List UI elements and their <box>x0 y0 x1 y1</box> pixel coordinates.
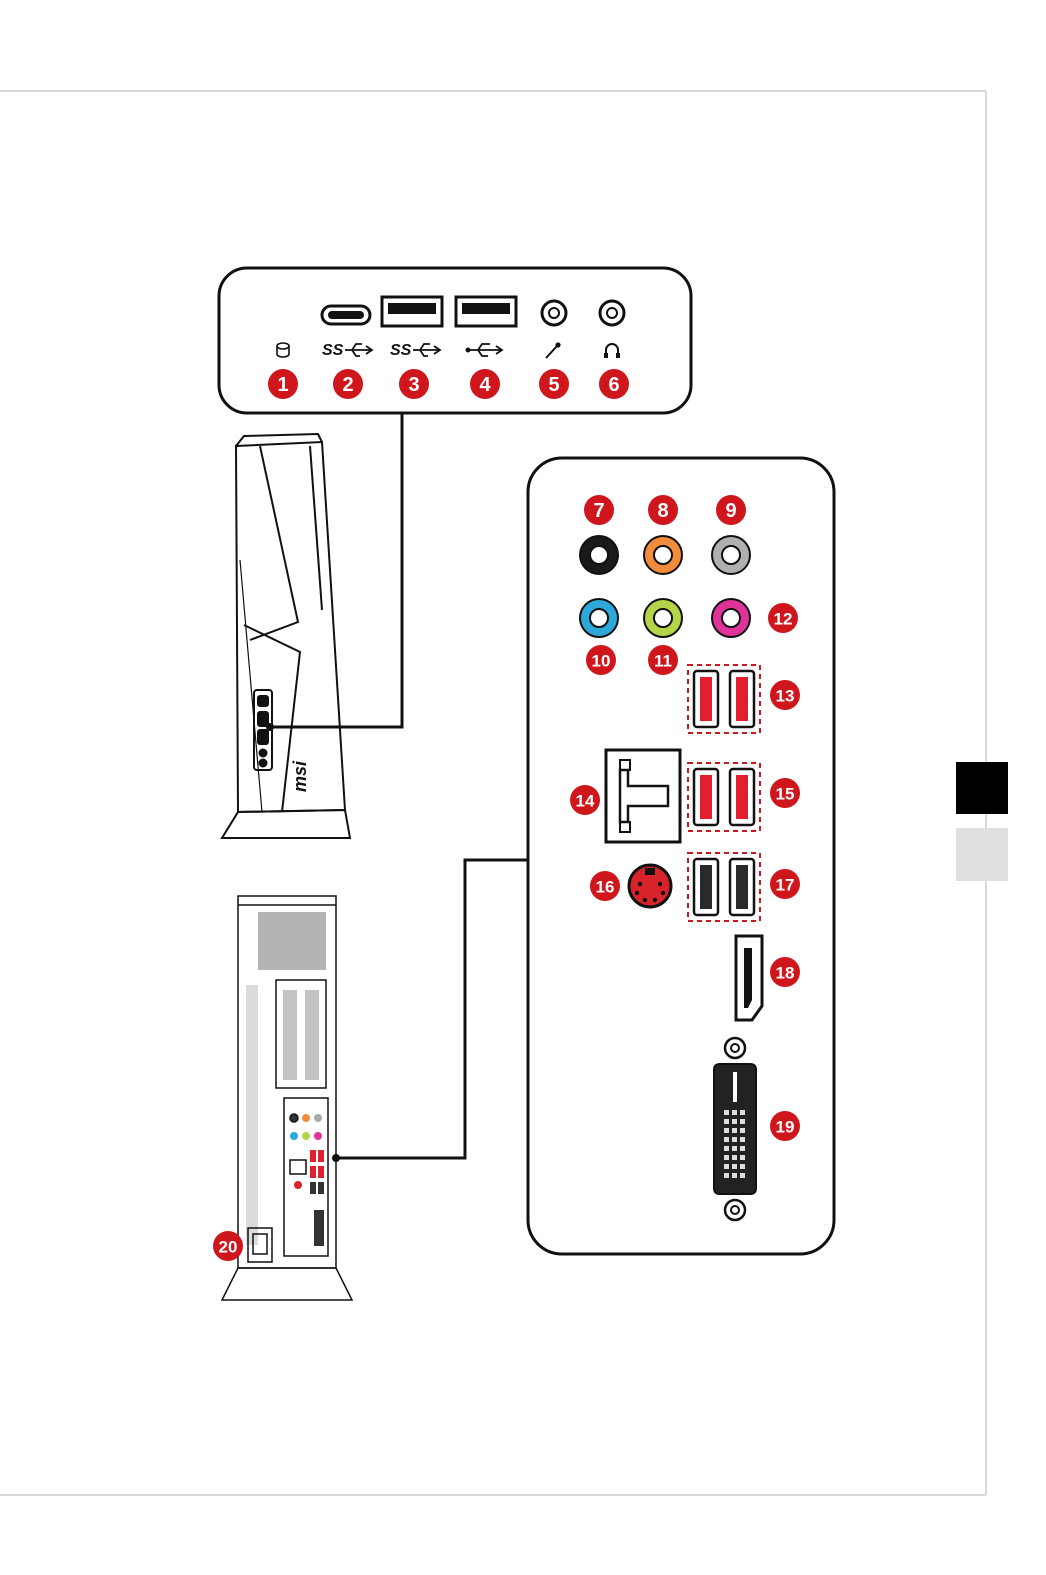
rear-tower-stand <box>222 1268 352 1300</box>
side-tab-inactive <box>956 828 1008 881</box>
badge-number: 6 <box>608 374 619 396</box>
number-badge: 8 <box>648 495 678 525</box>
audio-jack-gray-icon <box>712 536 750 574</box>
number-badge: 13 <box>770 680 800 710</box>
badge-number: 14 <box>576 792 595 811</box>
number-badge: 6 <box>599 369 629 399</box>
number-badge: 12 <box>768 603 798 633</box>
audio-jack-blue-icon <box>580 599 618 637</box>
number-badge: 16 <box>590 871 620 901</box>
badge-number: 12 <box>774 610 793 629</box>
badge-number: 5 <box>548 374 559 396</box>
number-badge: 7 <box>584 495 614 525</box>
badge-number: 18 <box>776 964 795 983</box>
audio-jack-black-icon <box>580 536 618 574</box>
badge-number: 2 <box>342 374 353 396</box>
number-badge: 11 <box>648 645 678 675</box>
usb-type-c-tongue-icon <box>328 311 364 319</box>
number-badge: 1 <box>268 369 298 399</box>
number-badge: 10 <box>586 645 616 675</box>
badge-number: 4 <box>479 374 491 396</box>
tower-stand <box>222 810 350 838</box>
badge-number: 11 <box>654 652 672 671</box>
badge-number: 13 <box>776 687 795 706</box>
number-badge: 18 <box>770 957 800 987</box>
rear-vent-grille <box>258 912 326 970</box>
badge-number: 7 <box>593 500 604 522</box>
rear-connector-line <box>336 860 530 1158</box>
front-panel-callout: SS SS 1 2 3 4 5 6 <box>219 268 691 413</box>
superspeed-mark: SS <box>322 342 344 359</box>
number-badge: 14 <box>570 785 600 815</box>
badge-number: 9 <box>725 500 736 522</box>
msi-logo: msi <box>290 760 310 792</box>
badge-number: 15 <box>776 785 795 804</box>
superspeed-mark: SS <box>390 342 412 359</box>
number-badge: 4 <box>470 369 500 399</box>
badge-number: 10 <box>592 652 611 671</box>
rear-panel-callout: 7 8 9 10 11 12 13 14 15 16 17 18 19 <box>528 458 834 1254</box>
side-tab-active <box>956 762 1008 814</box>
number-badge: 3 <box>399 369 429 399</box>
mic-jack-core-icon <box>549 308 559 318</box>
headphone-jack-core-icon <box>607 308 617 318</box>
number-badge: 5 <box>539 369 569 399</box>
tower-body <box>236 442 345 812</box>
badge-number: 1 <box>277 374 288 396</box>
displayport-icon <box>736 936 762 1020</box>
lan-port-icon <box>606 750 680 842</box>
badge-number: 20 <box>219 1238 238 1257</box>
badge-number: 19 <box>776 1118 795 1137</box>
power-badge: 20 <box>213 1231 243 1261</box>
badge-number: 3 <box>408 374 419 396</box>
number-badge: 19 <box>770 1111 800 1141</box>
dvi-port-icon <box>714 1038 756 1220</box>
number-badge: 17 <box>770 869 800 899</box>
number-badge: 9 <box>716 495 746 525</box>
usb-type-a-tongue-icon <box>462 303 510 314</box>
number-badge: 15 <box>770 778 800 808</box>
badge-number: 8 <box>657 500 668 522</box>
audio-jack-pink-icon <box>712 599 750 637</box>
badge-number: 17 <box>776 876 795 895</box>
usb-type-a-tongue-icon <box>388 303 436 314</box>
audio-jack-lime-icon <box>644 599 682 637</box>
ps2-port-icon <box>629 865 671 907</box>
pc-front-view <box>222 434 350 838</box>
badge-number: 16 <box>596 878 615 897</box>
audio-jack-orange-icon <box>644 536 682 574</box>
number-badge: 2 <box>333 369 363 399</box>
number-badge: 20 <box>213 1231 243 1261</box>
pc-rear-view <box>222 896 352 1300</box>
